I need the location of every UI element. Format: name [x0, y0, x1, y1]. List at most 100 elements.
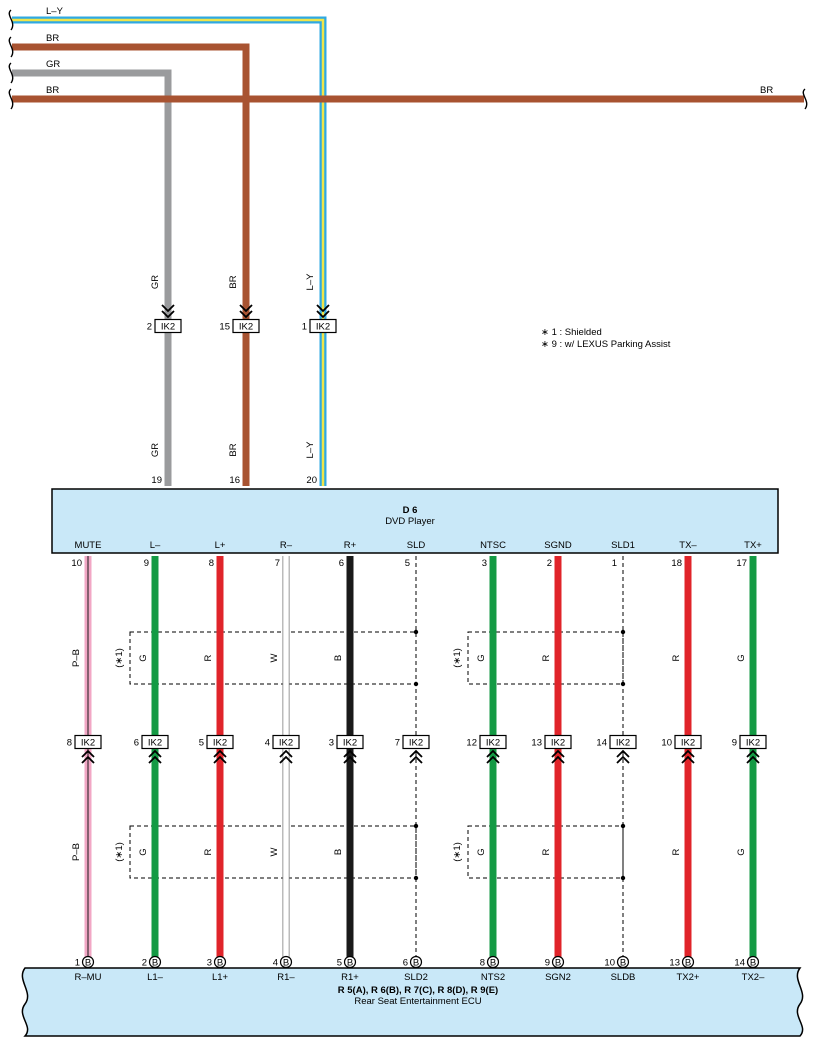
signal-connector-1-label: IK2: [148, 738, 162, 749]
signal-chevrons-0: [81, 749, 95, 764]
feed-wire-label-2: GR: [46, 59, 60, 70]
signal-connector-5-label: IK2: [409, 738, 423, 749]
feed-wire-2-base: [12, 69, 172, 486]
drop-color-upper-2: L–Y: [305, 273, 316, 291]
feed-break-right-3: [802, 88, 808, 110]
terminal-9: [681, 955, 695, 969]
signal-connector-5-body: [402, 734, 430, 750]
signal-connector-7-label: IK2: [551, 738, 565, 749]
terminal-2: [213, 955, 227, 969]
signal-bottom-name-7: SGN2: [545, 972, 571, 983]
drop-connector-1-cavity: 15: [219, 322, 230, 333]
terminal-letter-8: B: [620, 958, 626, 969]
terminal-letter-4: B: [347, 958, 353, 969]
shield-junction-7: [620, 875, 626, 881]
drop-connector-1-body: [232, 318, 260, 334]
drop-connector-2-cavity: 1: [302, 322, 307, 333]
signal-connector-4: IK2 3: [329, 734, 364, 750]
signal-connector-0-cavity: 8: [67, 738, 72, 749]
shield-note-1: (∗1): [114, 842, 125, 862]
signal-color-upper-4: B: [333, 655, 344, 661]
signal-wires: (∗1)(∗1)(∗1)(∗1)MUTE10P–BP–BIK28B1R–MUL–…: [67, 540, 767, 983]
signal-top-pin-9: 18: [671, 558, 682, 569]
drop-connector-2-body: [309, 318, 337, 334]
signal-connector-4-cavity: 3: [329, 738, 334, 749]
terminal-letter-5: B: [413, 958, 419, 969]
signal-connector-8-label: IK2: [616, 738, 630, 749]
signal-top-name-1: L–: [150, 540, 161, 551]
signal-chevrons-6: [486, 749, 500, 764]
signal-connector-0-body: [74, 734, 102, 750]
signal-top-name-10: TX+: [744, 540, 762, 551]
terminal-letter-3: B: [283, 958, 289, 969]
ecu-name: Rear Seat Entertainment ECU: [354, 996, 481, 1007]
signal-bottom-pin-5: 6: [403, 958, 408, 969]
terminal-letter-0: B: [85, 958, 91, 969]
drop-color-upper-1: BR: [228, 275, 239, 288]
drop-color-upper-0: GR: [150, 275, 161, 289]
terminal-4: [343, 955, 357, 969]
feed-wire-label-0: L–Y: [46, 6, 64, 17]
note-shielded: ∗ 1 : Shielded: [541, 327, 602, 338]
signal-bottom-name-1: L1–: [147, 972, 164, 983]
dvd-player-code: D 6: [403, 505, 418, 516]
signal-connector-1-body: [141, 734, 169, 750]
signal-top-name-8: SLD1: [611, 540, 635, 551]
signal-top-pin-5: 5: [405, 558, 410, 569]
signal-color-lower-6: G: [476, 848, 487, 855]
shield-box-3: [467, 825, 624, 879]
signal-top-pin-6: 3: [482, 558, 487, 569]
signal-connector-5-cavity: 7: [395, 738, 400, 749]
dvd-player-box: [51, 488, 779, 554]
signal-color-lower-9: R: [671, 848, 682, 855]
feed-break-left-3: [8, 88, 14, 110]
signal-chevrons-3: [279, 749, 293, 764]
signal-top-name-4: R+: [344, 540, 357, 551]
power-feed-wires: L–Y BR GR BR BR: [8, 6, 808, 486]
signal-color-upper-9: R: [671, 654, 682, 661]
signal-bottom-pin-9: 13: [669, 958, 680, 969]
feed-break-left-1: [8, 36, 14, 58]
shield-junction-3: [413, 875, 419, 881]
terminal-0: [81, 955, 95, 969]
drop-connector-1-label: IK2: [239, 322, 253, 333]
signal-bottom-pin-1: 2: [142, 958, 147, 969]
signal-connector-7-body: [544, 734, 572, 750]
signal-chevrons-7: [551, 749, 565, 764]
signal-top-pin-3: 7: [275, 558, 280, 569]
signal-bottom-pin-2: 3: [207, 958, 212, 969]
signal-bottom-pin-10: 14: [734, 958, 745, 969]
signal-color-lower-0: P–B: [71, 843, 82, 861]
feed-wire-label-1: BR: [46, 33, 59, 44]
signal-bottom-name-3: R1–: [277, 972, 295, 983]
feed-wire-label-3: BR: [46, 85, 59, 96]
signal-bottom-pin-3: 4: [273, 958, 278, 969]
signal-connector-4-label: IK2: [343, 738, 357, 749]
signal-top-name-3: R–: [280, 540, 293, 551]
drop-connector-1: IK2 15: [219, 318, 260, 334]
drop-pin-0: 19: [151, 475, 162, 486]
signal-bottom-name-5: SLD2: [404, 972, 428, 983]
signal-color-lower-10: G: [736, 848, 747, 855]
feed-wire-2: [12, 69, 172, 486]
terminal-letter-7: B: [555, 958, 561, 969]
signal-color-lower-7: R: [541, 848, 552, 855]
shield-junction-2: [413, 823, 419, 829]
shield-box-2: [467, 631, 624, 685]
terminal-letter-10: B: [750, 958, 756, 969]
signal-connector-6-label: IK2: [486, 738, 500, 749]
signal-connector-9-cavity: 10: [661, 738, 672, 749]
feed-wire-1-base: [12, 43, 250, 486]
signal-color-upper-7: R: [541, 654, 552, 661]
signal-bottom-pin-4: 5: [337, 958, 342, 969]
drop-chevrons-0: [161, 304, 175, 319]
